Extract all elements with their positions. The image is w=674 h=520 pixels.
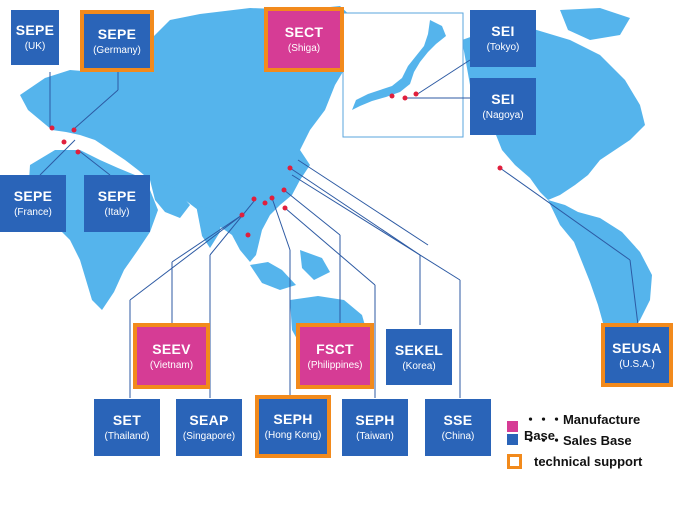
base-location: (Vietnam) <box>149 359 194 371</box>
base-location: (Germany) <box>93 44 141 56</box>
base-code: SEKEL <box>394 341 444 358</box>
dot-thailand <box>239 212 245 218</box>
japan-inset-frame <box>342 12 464 138</box>
dot-taiwan <box>269 195 275 201</box>
base-code: SEEV <box>152 340 191 357</box>
base-sekel-korea: SEKEL (Korea) <box>386 329 452 385</box>
base-seph-taiwan: SEPH (Taiwan) <box>342 399 408 456</box>
dot-vietnam-north <box>251 196 257 202</box>
base-code: SSE <box>443 412 473 429</box>
base-sse-china: SSE (China) <box>425 399 491 456</box>
dot-france <box>61 139 67 145</box>
base-code: SEUSA <box>612 339 662 356</box>
base-location: (Korea) <box>402 360 436 372</box>
base-code: SEPE <box>97 25 137 42</box>
base-dots <box>49 91 503 238</box>
base-code: SEPE <box>15 22 55 39</box>
base-seph-hongkong: SEPH (Hong Kong) <box>255 395 331 458</box>
legend-technical: technical support <box>507 454 642 469</box>
dot-china <box>281 187 287 193</box>
dot-italy <box>75 149 81 155</box>
dot-singapore <box>245 232 251 238</box>
legend-manufacture: ・・・Manufacture Base <box>507 409 674 443</box>
base-location: (China) <box>441 431 475 443</box>
base-location: (Tokyo) <box>486 42 520 54</box>
legend-manufacture-label: ・・・Manufacture Base <box>523 412 641 443</box>
base-code: SEAP <box>189 412 229 429</box>
base-sepe-italy: SEPE (Italy) <box>84 175 150 232</box>
legend-sales: ・・・Sales Base <box>507 430 632 449</box>
base-location: (Singapore) <box>182 431 236 443</box>
base-code: SEI <box>491 91 515 108</box>
sales-swatch <box>507 434 518 445</box>
dot-tokyo <box>413 91 419 97</box>
dot-germany <box>71 127 77 133</box>
base-set-thailand: SET (Thailand) <box>94 399 160 456</box>
base-location: (Nagoya) <box>482 110 524 122</box>
dot-philippines <box>282 205 288 211</box>
dot-uk <box>49 125 55 131</box>
base-code: SECT <box>284 24 324 41</box>
base-location: (France) <box>14 207 52 219</box>
japan-inset-land <box>352 20 446 110</box>
base-location: (Italy) <box>104 207 130 219</box>
base-sect-shiga: SECT (Shiga) <box>264 7 344 72</box>
base-sei-tokyo: SEI (Tokyo) <box>470 10 536 67</box>
base-code: SEPH <box>273 411 313 428</box>
base-seap-singapore: SEAP (Singapore) <box>176 399 242 456</box>
base-location: (Thailand) <box>104 431 150 443</box>
base-sepe-france: SEPE (France) <box>0 175 66 232</box>
dot-nagoya <box>402 95 408 101</box>
base-code: SET <box>112 412 142 429</box>
base-location: (Shiga) <box>287 43 321 55</box>
base-location: (UK) <box>24 41 46 53</box>
base-sepe-uk: SEPE (UK) <box>11 10 59 65</box>
base-code: SEPH <box>355 412 395 429</box>
technical-swatch <box>507 454 522 469</box>
base-code: SEPE <box>97 188 137 205</box>
base-location: (Philippines) <box>307 359 363 371</box>
legend-technical-label: technical support <box>534 454 643 469</box>
base-fsct-philippines: FSCT (Philippines) <box>296 323 374 389</box>
base-location: (Hong Kong) <box>264 430 322 442</box>
base-location: (Taiwan) <box>356 431 394 443</box>
connector-lines <box>39 29 639 398</box>
dot-shiga <box>389 93 395 99</box>
manufacture-swatch <box>507 420 518 432</box>
base-code: FSCT <box>316 340 354 357</box>
base-code: SEI <box>491 23 515 40</box>
base-sepe-germany: SEPE (Germany) <box>80 10 154 72</box>
base-code: SEPE <box>13 188 53 205</box>
base-location: (U.S.A.) <box>619 358 655 370</box>
dot-korea <box>287 165 293 171</box>
legend-sales-label: ・・・Sales Base <box>524 433 632 448</box>
base-seusa: SEUSA (U.S.A.) <box>601 323 673 387</box>
base-sei-nagoya: SEI (Nagoya) <box>470 78 536 135</box>
dot-usa <box>497 165 503 171</box>
base-seev-vietnam: SEEV (Vietnam) <box>133 323 210 389</box>
dot-hongkong <box>262 200 268 206</box>
